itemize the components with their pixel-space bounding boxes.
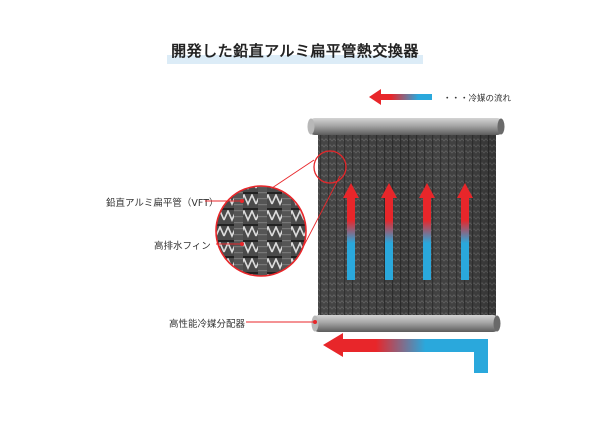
legend-arrow — [369, 89, 432, 105]
fin-leader — [216, 242, 244, 246]
top-header — [307, 118, 505, 135]
zoom-detail — [215, 185, 307, 277]
title-wrap: 開発した鉛直アルミ扁平管熱交換器 — [0, 40, 590, 64]
refrigerant-up-arrow — [457, 183, 473, 280]
tube-leader — [205, 199, 244, 203]
distributor-leader — [246, 320, 317, 324]
fin-label: 高排水フィン — [154, 241, 211, 252]
inlet-arrow — [323, 333, 488, 373]
refrigerant-up-arrow — [343, 183, 359, 280]
page-title: 開発した鉛直アルミ扁平管熱交換器 — [167, 40, 423, 64]
refrigerant-up-arrow — [381, 183, 397, 280]
tube-label: 鉛直アルミ扁平管（VFT） — [106, 198, 219, 209]
distributor-label: 高性能冷媒分配器 — [169, 319, 246, 330]
heat-exchanger — [307, 118, 505, 332]
refrigerant-up-arrow — [419, 183, 435, 280]
legend-label: ・・・冷媒の流れ — [443, 94, 512, 104]
detail-highlight-circle — [313, 150, 347, 184]
bottom-header — [311, 315, 501, 332]
